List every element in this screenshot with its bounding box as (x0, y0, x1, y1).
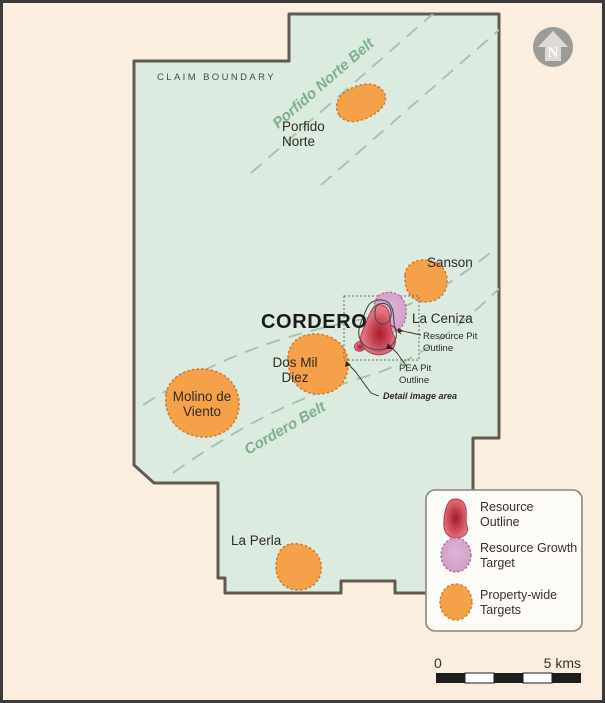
target-porfido-norte[interactable] (335, 83, 387, 123)
scale-seg (552, 673, 581, 683)
page-title: CORDERO (261, 311, 367, 333)
target-la-perla[interactable] (275, 543, 322, 591)
target-dos-mil-diez[interactable] (287, 333, 349, 395)
target-molino-de-viento[interactable] (165, 368, 240, 438)
resource-pit-outline-shape (374, 302, 392, 325)
callout-pea-pit-line2: Outline (399, 375, 429, 386)
belt-line (172, 284, 499, 474)
legend-swatch-shape (439, 583, 473, 621)
callout-detail-image-area: Detail image area (383, 391, 457, 401)
arrowhead (386, 343, 392, 349)
callout-resource-pit-line1: Resource Pit (423, 331, 478, 342)
scale-seg (494, 673, 523, 683)
legend-swatch-shape (440, 537, 472, 573)
leader-detail-area (346, 362, 380, 397)
target-shape (165, 368, 240, 438)
claim-boundary-label: CLAIM BOUNDARY (157, 72, 276, 83)
target-sanson[interactable] (404, 259, 448, 303)
target-shape (275, 543, 322, 591)
pit-connector (390, 324, 402, 335)
legend-label-resource-outline-line2: Outline (480, 515, 520, 529)
target-label-dos-mil-diez-line2: Diez (281, 370, 308, 385)
resource-outline-shape[interactable] (353, 304, 396, 356)
scale-bar: 0 5 kms (434, 655, 581, 684)
legend-label-property-line1: Property-wide (480, 588, 557, 602)
claim-boundary-polygon (132, 12, 501, 595)
legend-swatch-resource-growth-target (440, 537, 472, 573)
leader-pea-pit (388, 344, 408, 368)
scale-bar-segments (436, 672, 581, 684)
legend-swatch-resource-outline (443, 498, 468, 539)
arrowhead (398, 328, 404, 333)
legend-panel: Resource Outline Resource Growth Target … (425, 489, 583, 632)
target-label-dos-mil-diez-line1: Dos Mil (272, 355, 317, 370)
scale-bar-min-label: 0 (434, 655, 442, 671)
target-shape (404, 259, 448, 303)
scale-seg (522, 672, 553, 684)
resource-body (360, 304, 396, 356)
scale-bar-max-label: 5 kms (544, 655, 581, 671)
target-label-la-perla: La Perla (231, 533, 282, 548)
callout-pea-pit-line1: PEA Pit (399, 363, 432, 374)
arrowhead (345, 361, 351, 367)
target-label-porfido-norte-line2: Norte (282, 134, 315, 149)
target-shape (335, 83, 387, 123)
callout-arrowheads (345, 328, 404, 367)
legend-label-property-line2: Targets (480, 603, 521, 617)
callout-resource-pit-line2: Outline (423, 343, 453, 354)
target-shape (287, 333, 349, 395)
belt-bands (142, 14, 499, 474)
belt-line (142, 248, 496, 406)
legend-label-resource-outline-line1: Resource (480, 500, 534, 514)
north-arrow-letter: N (548, 45, 559, 61)
target-label-porfido-norte-line1: Porfido (282, 119, 325, 134)
cordero-belt-lines (142, 248, 499, 474)
north-arrow-glyph (538, 31, 568, 61)
legend-label-growth-line1: Resource Growth (480, 541, 577, 555)
claim-boundary-shape (132, 12, 501, 595)
target-label-la-ceniza: La Ceniza (412, 311, 473, 326)
target-label-molino-line2: Viento (183, 404, 221, 419)
legend-swatch-property-wide-targets (439, 583, 473, 621)
legend-label-growth-line2: Target (480, 556, 515, 570)
target-label-sanson: Sanson (427, 255, 473, 270)
belt-line (250, 14, 460, 174)
scale-seg (464, 672, 495, 684)
resource-tail (353, 340, 366, 352)
target-label-molino-line1: Molino de (173, 389, 232, 404)
north-arrow: N (533, 27, 573, 67)
porfido-norte-belt-lines (250, 14, 499, 186)
map-graphic: Porfido Norte Belt Cordero Belt CLAIM BO… (132, 12, 583, 684)
legend-swatch-shape (443, 498, 468, 539)
scale-seg (436, 673, 465, 683)
